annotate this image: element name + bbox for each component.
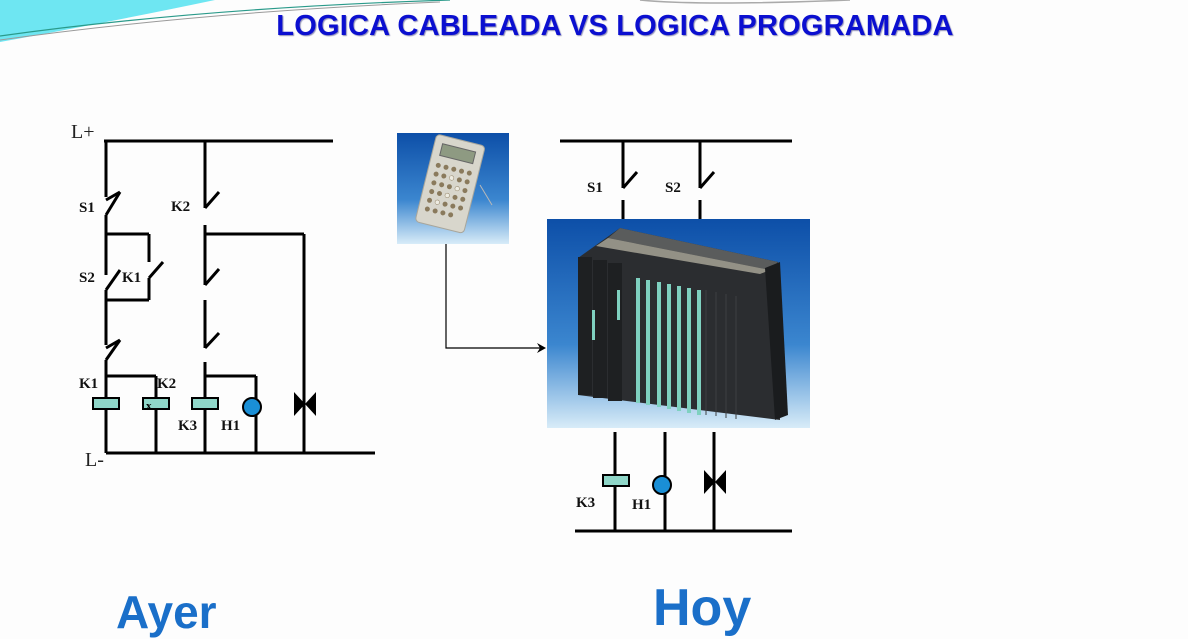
caption-ayer: Ayer bbox=[116, 586, 217, 638]
caption-hoy: Hoy bbox=[653, 579, 752, 637]
coil-k3 bbox=[191, 397, 219, 410]
svg-text:x: x bbox=[146, 400, 152, 412]
svg-text:L+: L+ bbox=[71, 121, 95, 143]
svg-text:K3: K3 bbox=[178, 418, 197, 434]
svg-text:S1: S1 bbox=[587, 180, 603, 196]
svg-text:K1: K1 bbox=[122, 270, 141, 286]
svg-text:H1: H1 bbox=[221, 418, 240, 434]
programmed-logic-circuit bbox=[560, 139, 792, 533]
svg-text:H1: H1 bbox=[632, 497, 651, 513]
corner-wave-decoration bbox=[0, 0, 451, 42]
page-title: LOGICA CABLEADA VS LOGICA PROGRAMADA bbox=[276, 10, 954, 42]
svg-text:K2: K2 bbox=[157, 376, 176, 392]
svg-text:K3: K3 bbox=[576, 495, 595, 511]
valve-symbol-output bbox=[704, 470, 726, 494]
top-arc-decoration bbox=[639, 0, 851, 4]
valve-symbol bbox=[294, 392, 316, 416]
svg-text:L-: L- bbox=[85, 449, 104, 471]
plc-rack-image bbox=[547, 219, 810, 428]
svg-text:S2: S2 bbox=[79, 270, 95, 286]
circuit-diagram: x L+ L- S1 K2 S2 K1 K1 K2 K3 H1 S1 S2 K3… bbox=[71, 121, 810, 533]
svg-text:S2: S2 bbox=[665, 180, 681, 196]
lamp-h1 bbox=[242, 397, 262, 417]
svg-text:S1: S1 bbox=[79, 200, 95, 216]
coil-k1 bbox=[92, 397, 120, 410]
svg-text:K1: K1 bbox=[79, 376, 98, 392]
svg-text:K2: K2 bbox=[171, 199, 190, 215]
connection-arrow bbox=[445, 244, 546, 353]
lamp-h1-output bbox=[652, 475, 672, 495]
coil-k2 bbox=[142, 397, 170, 410]
coil-k3-output bbox=[602, 474, 630, 487]
handheld-programmer-image bbox=[397, 133, 509, 244]
